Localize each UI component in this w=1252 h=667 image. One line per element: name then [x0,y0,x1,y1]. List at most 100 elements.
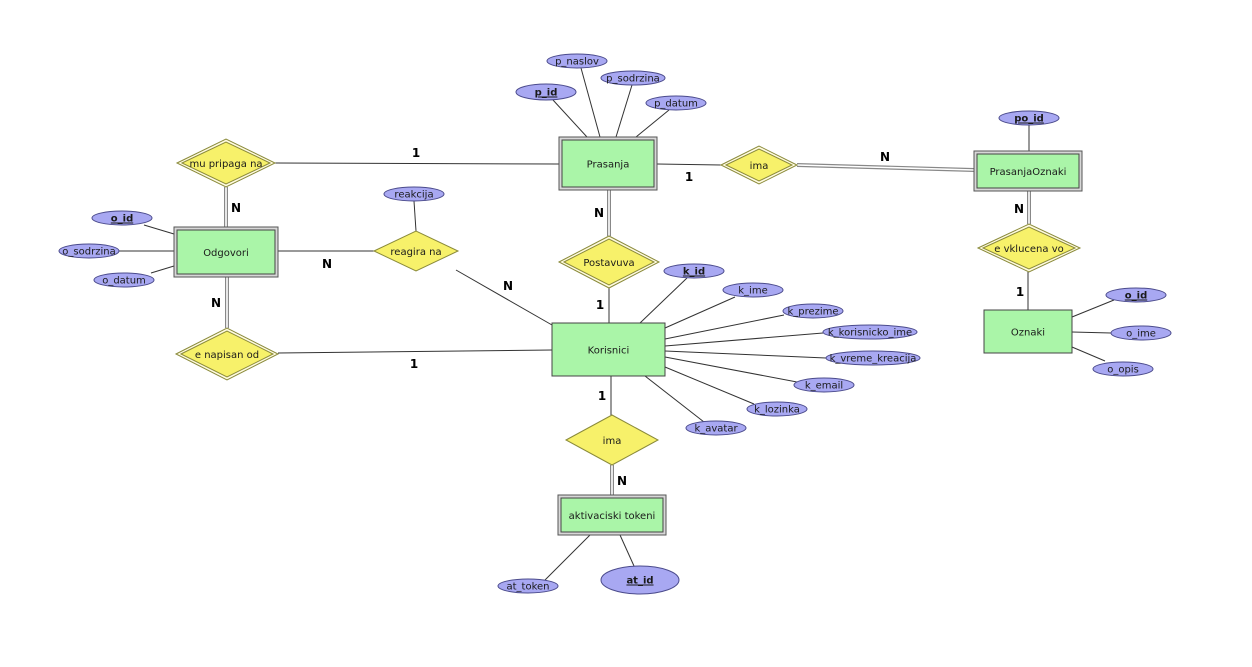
entity-box [976,153,1080,189]
relationship-diamond [372,230,460,272]
attribute-link [580,67,601,138]
key-attribute-o_id[interactable]: o_id [91,210,153,226]
attribute-k_prezime[interactable]: k_prezime [782,303,844,319]
attribute-link [635,109,670,138]
attribute-ellipse [546,53,608,69]
attribute-link [664,356,798,383]
cardinality-label: 1 [412,146,420,160]
relationship-diamond [981,226,1077,270]
attribute-link [544,534,591,581]
attribute-link [664,366,755,405]
relationship-name: ima [603,436,622,447]
relationship-e_napisan[interactable]: e napisan od [174,327,280,381]
relationship-name: Postavuva [583,258,634,269]
attribute-o_datum[interactable]: o_datum [93,272,155,288]
key-attribute-oz_id[interactable]: o_id [1105,287,1167,303]
attribute-p_datum[interactable]: p_datum [645,95,707,111]
attribute-link [1071,346,1106,362]
attribute-link [664,332,824,347]
attribute-ellipse [58,243,120,259]
attribute-name: po_id [1014,114,1044,125]
entity-box [176,229,276,275]
attribute-name: k_vreme_kreacija [830,354,917,365]
relationship-link [274,162,560,165]
entity-box [561,139,655,188]
cardinality-label: N [594,206,604,220]
cardinality-label: 1 [598,389,606,403]
attribute-name: p_datum [654,99,698,110]
attribute-ellipse [722,282,784,298]
attribute-name: k_email [805,381,843,392]
attribute-k_email[interactable]: k_email [793,377,855,393]
attribute-k_avatar[interactable]: k_avatar [685,420,747,436]
cardinality-label: 1 [410,357,418,371]
attribute-p_sodrzina[interactable]: p_sodrzina [600,70,666,86]
attribute-oz_ime[interactable]: o_ime [1110,325,1172,341]
attribute-ellipse [793,377,855,393]
entity-oznaki[interactable]: Oznaki [983,309,1073,354]
relationship-diamond [564,414,660,466]
partial-participation-line [277,349,553,354]
attribute-k_vreme_kreacija[interactable]: k_vreme_kreacija [825,350,921,366]
cardinality-label: N [880,150,890,164]
attribute-name: k_lozinka [754,405,800,416]
key-attribute-p_id[interactable]: p_id [515,83,577,101]
key-attribute-po_id[interactable]: po_id [998,110,1060,126]
attribute-link [619,534,635,567]
attribute-reakcija[interactable]: reakcija [383,186,445,202]
attribute-o_sodrzina[interactable]: o_sodrzina [58,243,120,259]
attribute-link [644,375,705,423]
attribute-ellipse [497,578,559,594]
entity-prasanja[interactable]: Prasanja [558,136,658,191]
attribute-ellipse [685,420,747,436]
relationship-link [656,163,722,166]
relationship-reagira[interactable]: reagira na [372,230,460,272]
relationship-ima_po[interactable]: ima [719,145,799,185]
attribute-ellipse [1092,361,1154,377]
attribute-name: k_avatar [694,424,738,435]
attribute-name: p_sodrzina [606,74,660,85]
relationship-postavuva[interactable]: Postavuva [557,235,661,289]
entity-odgovori[interactable]: Odgovori [173,226,279,278]
attribute-name: at_token [506,582,549,593]
attribute-at_token[interactable]: at_token [497,578,559,594]
attribute-name: p_naslov [555,57,599,68]
entity-name: aktivaciski tokeni [569,511,656,522]
attribute-name: at_id [626,576,653,587]
cardinality-label: 1 [596,298,604,312]
attribute-oz_opis[interactable]: o_opis [1092,361,1154,377]
relationship-ima_at[interactable]: ima [564,414,660,466]
attribute-name: k_prezime [787,307,838,318]
attribute-name: k_korisnicko_ime [828,328,912,339]
attribute-ellipse [825,350,921,366]
relationship-name: e vklucena vo [994,244,1064,255]
entity-aktivaciski[interactable]: aktivaciski tokeni [557,494,667,536]
key-attribute-k_id[interactable]: k_id [663,263,725,279]
attribute-name: o_id [1125,291,1147,302]
attribute-p_naslov[interactable]: p_naslov [546,53,608,69]
attribute-k_ime[interactable]: k_ime [722,282,784,298]
attribute-name: o_datum [102,276,146,287]
relationship-mu_pripaga[interactable]: mu pripaga na [175,138,277,188]
attribute-link [143,224,175,235]
attribute-ellipse [91,210,153,226]
attribute-k_korisnicko_ime[interactable]: k_korisnicko_ime [822,324,918,340]
attribute-link [664,314,785,340]
attribute-link [150,265,175,274]
attribute-ellipse [93,272,155,288]
relationship-e_vklucena[interactable]: e vklucena vo [976,223,1082,273]
attribute-k_lozinka[interactable]: k_lozinka [746,401,808,417]
key-attribute-at_id[interactable]: at_id [600,565,680,595]
attribute-ellipse [383,186,445,202]
attribute-name: k_id [683,267,705,278]
attribute-ellipse [746,401,808,417]
entity-prasanjaoznaki[interactable]: PrasanjaOznaki [973,150,1083,192]
relationship-diamond [179,330,275,378]
cardinality-label: 1 [1016,285,1024,299]
attribute-link [1071,299,1115,318]
cardinality-label: N [617,474,627,488]
entity-box [560,497,664,533]
entity-korisnici[interactable]: Korisnici [551,322,666,377]
attribute-link [413,200,417,232]
